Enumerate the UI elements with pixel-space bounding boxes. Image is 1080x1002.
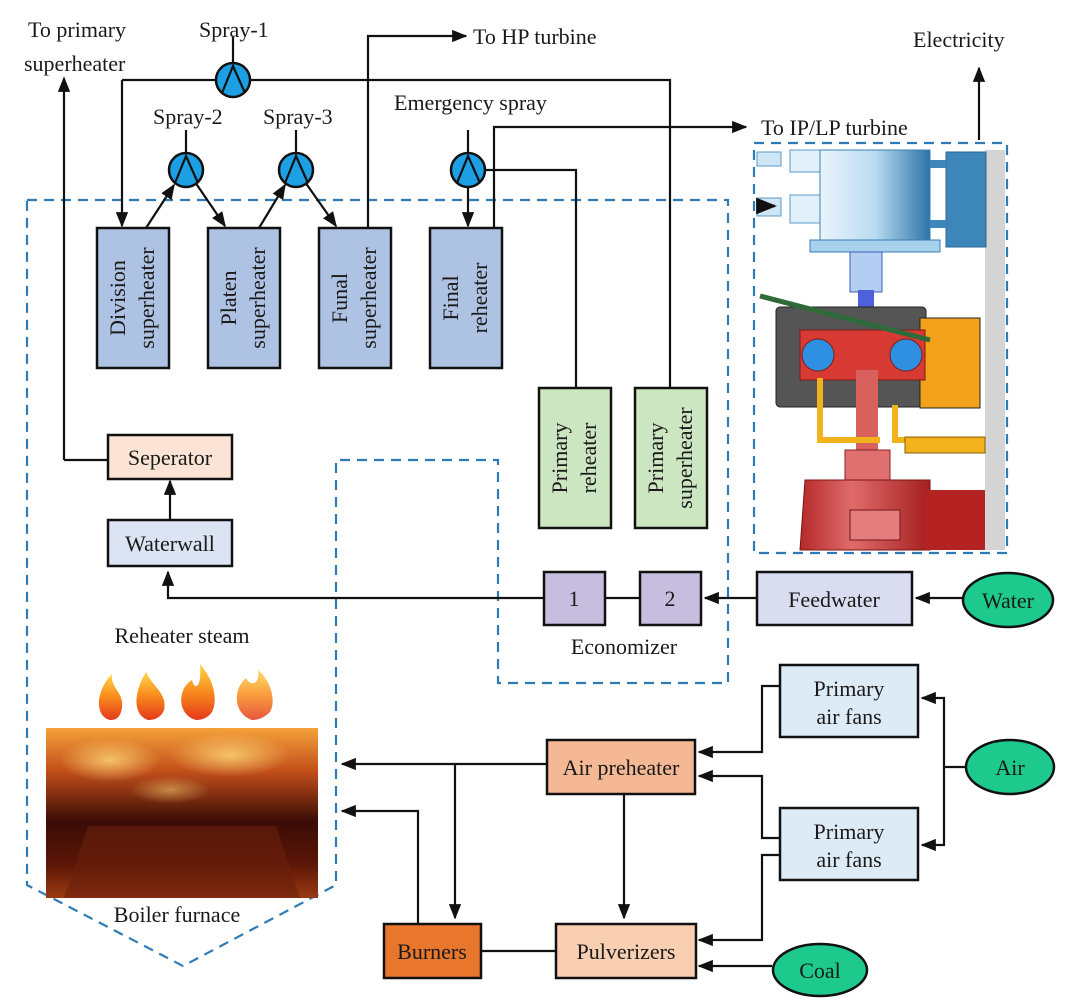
final-reheater-box[interactable]: Final reheater [428, 226, 504, 370]
platen-superheater-label-2: superheater [245, 247, 270, 349]
primary-superheater-label-2: superheater [672, 407, 697, 509]
spray-3-pump-icon [277, 151, 315, 189]
economizer-2-label: 2 [665, 586, 676, 611]
feedwater-box[interactable]: Feedwater [755, 570, 914, 627]
primary-air-fans-2-label-2: air fans [816, 847, 881, 872]
waterwall-box[interactable]: Waterwall [106, 518, 234, 568]
primary-reheater-label-2: reheater [576, 422, 601, 493]
water-label: Water [982, 588, 1035, 613]
fans-1-to-preheater-arrow [697, 684, 780, 759]
final-reheater-label-1: Final [438, 275, 463, 320]
spray-1-header-line [122, 78, 672, 388]
to-ip-lp-turbine-label: To IP/LP turbine [761, 115, 908, 140]
economizer-to-waterwall-arrow [161, 570, 544, 600]
air-to-fans-1-arrow [920, 691, 966, 769]
primary-reheater-box[interactable]: Primary reheater [537, 386, 613, 530]
waterwall-label: Waterwall [125, 531, 215, 556]
primary-reheater-label-1: Primary [547, 423, 572, 494]
air-preheater-label: Air preheater [563, 755, 680, 780]
funal-superheater-box[interactable]: Funal superheater [317, 226, 393, 370]
feedwater-label: Feedwater [788, 587, 880, 612]
economizer-label: Economizer [571, 634, 678, 659]
reheater-steam-label: Reheater steam [115, 623, 250, 648]
coal-source[interactable]: Coal [771, 942, 869, 998]
flames-icon [98, 664, 273, 720]
primary-air-fans-1-label-2: air fans [816, 704, 881, 729]
spray-3-to-funal-arrow [304, 181, 337, 228]
primary-superheater-box[interactable]: Primary superheater [633, 386, 709, 530]
electricity-label: Electricity [913, 27, 1005, 52]
division-superheater-box[interactable]: Division superheater [95, 226, 171, 370]
pulverizers-label: Pulverizers [577, 939, 676, 964]
division-superheater-label-2: superheater [134, 247, 159, 349]
separator-label: Seperator [128, 445, 213, 470]
final-reheater-label-2: reheater [467, 262, 492, 333]
burners-to-furnace-arrow [340, 804, 420, 924]
primary-air-fans-2-box[interactable]: Primary air fans [778, 806, 920, 882]
turbine-boundary [752, 141, 1009, 555]
funal-superheater-label-2: superheater [356, 247, 381, 349]
spray-1-pump-icon [214, 61, 252, 99]
to-primary-superheater-label-2: superheater [24, 51, 126, 76]
division-to-spray-2-arrow [145, 183, 175, 229]
economizer-1-box[interactable]: 1 [542, 570, 607, 627]
platen-superheater-label-1: Platen [216, 271, 241, 326]
primary-air-fans-1-box[interactable]: Primary air fans [778, 663, 920, 739]
fans-2-to-pulverizers-arrow [697, 853, 780, 947]
funal-superheater-label-1: Funal [327, 273, 352, 323]
economizer-2-box[interactable]: 2 [638, 570, 703, 627]
emergency-spray-label: Emergency spray [394, 90, 547, 115]
primary-air-fans-1-label-1: Primary [814, 676, 885, 701]
spray-2-pump-icon [167, 151, 205, 189]
to-primary-superheater-label-1: To primary [28, 17, 126, 42]
burners-box[interactable]: Burners [382, 922, 483, 980]
primary-reheater-to-emergency-line [485, 168, 578, 388]
fans-2-to-preheater-arrow [697, 769, 780, 840]
primary-air-fans-2-label-1: Primary [814, 819, 885, 844]
water-source[interactable]: Water [961, 571, 1055, 629]
turbine-generator-image [756, 149, 1005, 551]
air-source[interactable]: Air [964, 738, 1056, 796]
air-to-fans-2-arrow [920, 767, 946, 852]
boiler-furnace-image [46, 728, 318, 898]
separator-box[interactable]: Seperator [106, 433, 234, 481]
to-ip-lp-turbine-arrow [492, 120, 748, 228]
platen-to-spray-3-arrow [258, 183, 286, 229]
air-label: Air [995, 755, 1025, 780]
to-hp-turbine-label: To HP turbine [473, 24, 597, 49]
spray-2-label: Spray-2 [153, 104, 223, 129]
division-superheater-label-1: Division [105, 260, 130, 336]
air-preheater-box[interactable]: Air preheater [545, 738, 697, 796]
burners-label: Burners [397, 939, 467, 964]
coal-label: Coal [799, 958, 841, 983]
pulverizers-box[interactable]: Pulverizers [554, 922, 698, 980]
platen-superheater-box[interactable]: Platen superheater [206, 226, 282, 370]
spray-2-to-platen-arrow [194, 181, 226, 228]
to-hp-turbine-arrow [366, 29, 468, 228]
primary-superheater-label-1: Primary [643, 423, 668, 494]
boiler-furnace-label: Boiler furnace [114, 902, 240, 927]
emergency-spray-pump-icon [449, 151, 487, 189]
economizer-1-label: 1 [569, 586, 580, 611]
spray-3-label: Spray-3 [263, 104, 333, 129]
boiler-boundary [25, 198, 730, 968]
